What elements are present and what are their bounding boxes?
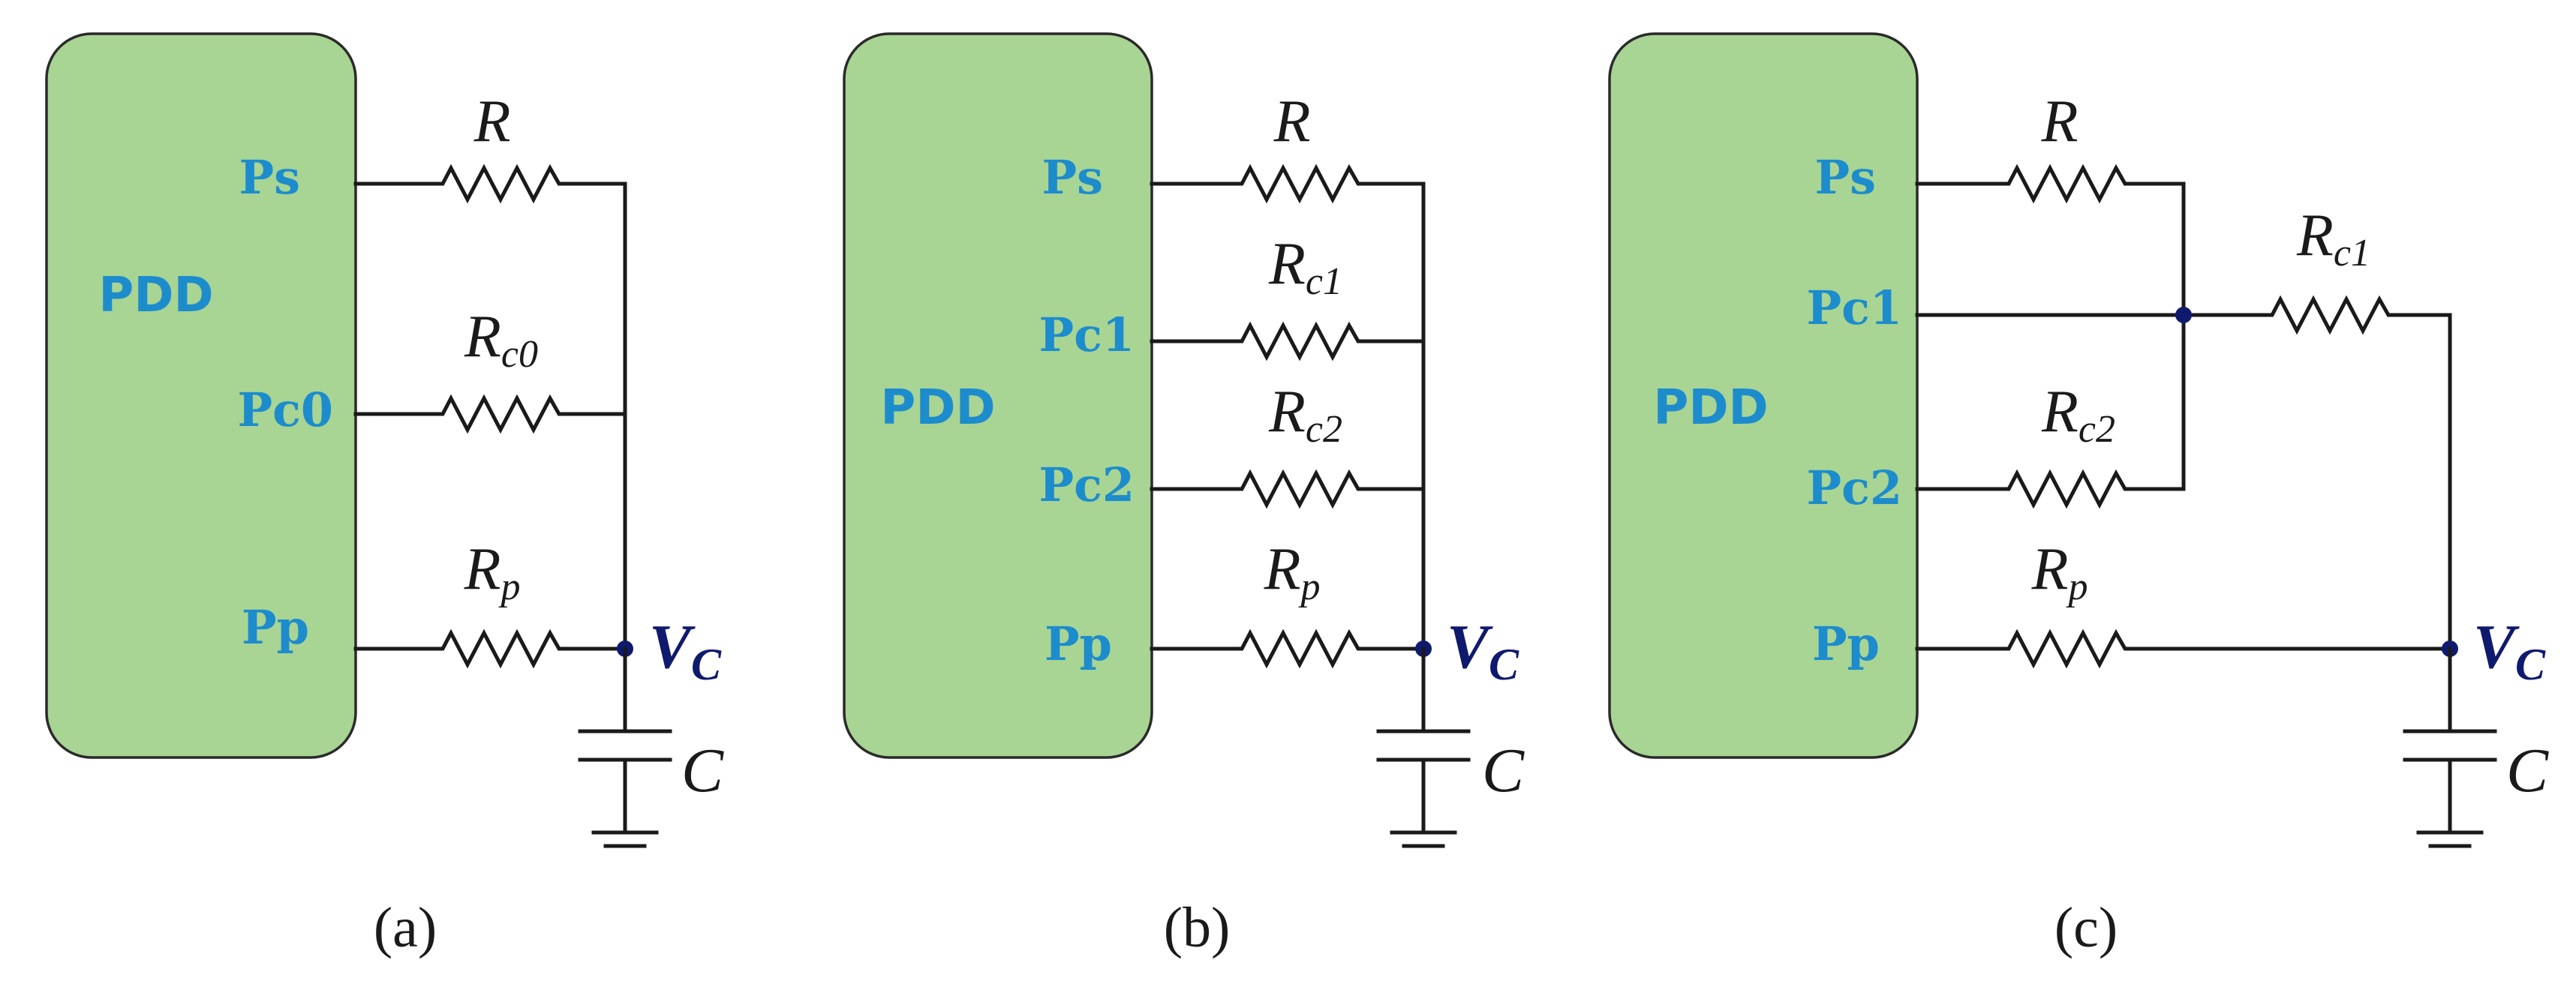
capacitor-label-c: C bbox=[2506, 736, 2549, 806]
pdd-block-c bbox=[1608, 32, 1919, 759]
panel-c: PDD Ps Pc1 Pc2 Pp R Rc1 Rc2 Rp VC C (c) bbox=[1608, 32, 2549, 959]
pin-label-pc1-c: Pc1 bbox=[1806, 280, 1902, 335]
wire-pc1-b bbox=[1150, 321, 1426, 362]
resistor-label-r-b: R bbox=[1273, 88, 1311, 154]
panel-b: PDD Ps Pc1 Pc2 Pp R Rc1 Rc2 Rp VC C (b) bbox=[843, 32, 1525, 959]
pin-label-pp-c: Pp bbox=[1812, 616, 1880, 671]
resistor-label-rp-c: Rp bbox=[2031, 536, 2088, 608]
resistor-label-r-a: R bbox=[473, 88, 511, 154]
resistor-label-rp-b: Rp bbox=[1264, 536, 1321, 608]
pdd-block-b bbox=[843, 32, 1153, 759]
pin-label-pc2-b: Pc2 bbox=[1039, 458, 1135, 512]
wire-pc2-c bbox=[1915, 469, 2186, 509]
node-label-vc-b: VC bbox=[1447, 612, 1519, 689]
pin-label-pc2-c: Pc2 bbox=[1806, 460, 1902, 515]
wire-pc0-a bbox=[353, 394, 627, 434]
wire-pc1-c bbox=[1915, 295, 2452, 651]
resistor-label-rc0-a: Rc0 bbox=[464, 304, 538, 376]
wire-pc2-b bbox=[1150, 469, 1426, 509]
pin-label-ps-b: Ps bbox=[1042, 150, 1103, 205]
node-label-vc-a: VC bbox=[649, 612, 722, 689]
resistor-label-rc2-b: Rc2 bbox=[1268, 379, 1342, 451]
wire-pp-b bbox=[1150, 628, 1426, 669]
resistor-label-rc2-c: Rc2 bbox=[2041, 379, 2115, 451]
capacitor-label-b: C bbox=[1482, 736, 1525, 806]
capacitor-b bbox=[1376, 646, 1471, 848]
pin-label-pc0-a: Pc0 bbox=[237, 382, 333, 437]
resistor-label-rc1-c: Rc1 bbox=[2296, 202, 2370, 274]
pdd-block-a bbox=[45, 32, 357, 759]
caption-c: (c) bbox=[2054, 896, 2118, 959]
pdd-label-c: PDD bbox=[1653, 380, 1768, 436]
pin-label-ps-c: Ps bbox=[1814, 150, 1876, 205]
wire-ps-c bbox=[1915, 164, 2186, 491]
pdd-label-a: PDD bbox=[98, 268, 213, 323]
caption-a: (a) bbox=[374, 896, 437, 959]
panel-a: PDD Ps Pc0 Pp R Rc0 Rp VC C (a) bbox=[45, 32, 724, 959]
capacitor-a bbox=[578, 646, 672, 848]
node-label-vc-c: VC bbox=[2473, 612, 2546, 689]
wire-pp-a bbox=[353, 628, 627, 669]
resistor-label-r-c: R bbox=[2041, 88, 2079, 154]
pdd-label-b: PDD bbox=[880, 380, 995, 436]
pin-label-pp-a: Pp bbox=[242, 600, 309, 655]
junction-node-c bbox=[2175, 307, 2192, 323]
pin-label-ps-a: Ps bbox=[239, 150, 300, 205]
resistor-label-rc1-b: Rc1 bbox=[1268, 231, 1342, 303]
caption-b: (b) bbox=[1164, 896, 1231, 959]
wire-ps-b bbox=[1150, 164, 1426, 651]
pin-label-pc1-b: Pc1 bbox=[1039, 308, 1135, 362]
wire-pp-c bbox=[1915, 628, 2452, 669]
wire-ps-a bbox=[353, 164, 627, 651]
resistor-label-rp-a: Rp bbox=[464, 536, 521, 608]
capacitor-label-a: C bbox=[681, 736, 724, 806]
capacitor-c bbox=[2403, 646, 2497, 848]
pin-label-pp-b: Pp bbox=[1045, 616, 1112, 671]
